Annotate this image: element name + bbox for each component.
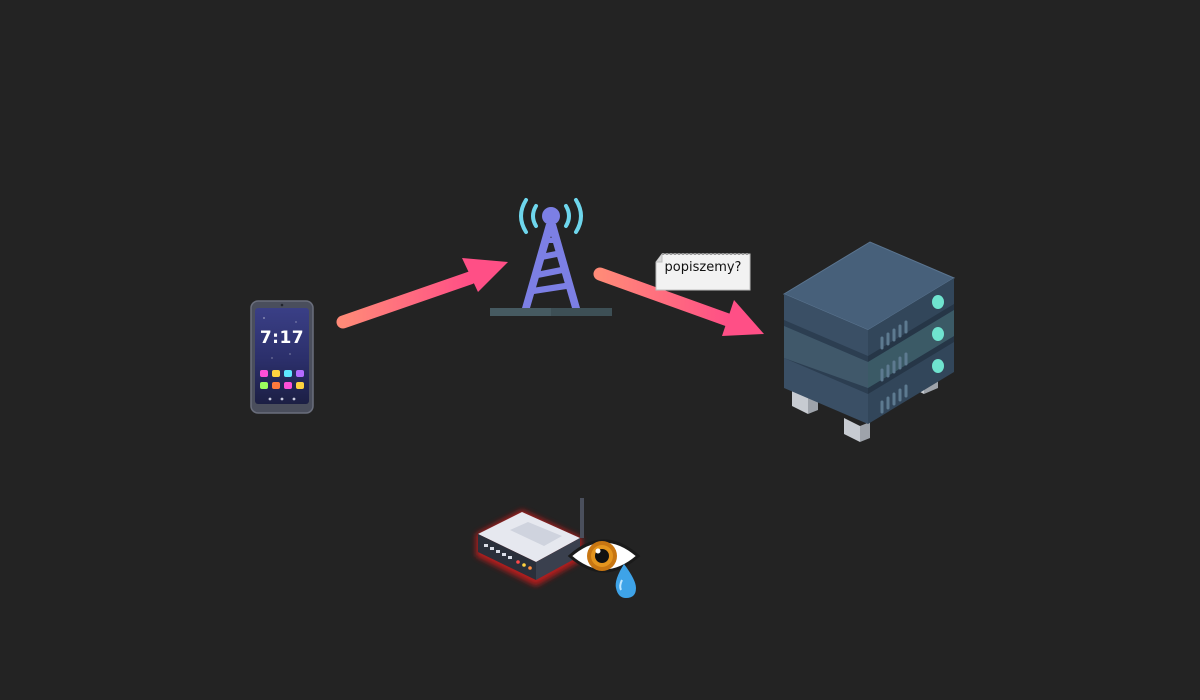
crying-eye-icon xyxy=(566,530,642,602)
server-rack-icon xyxy=(778,238,958,446)
arrow-phone-to-tower xyxy=(336,258,508,329)
smartphone-icon: 7:17 xyxy=(250,300,314,414)
message-text: popiszemy? xyxy=(664,260,742,275)
phone-clock: 7:17 xyxy=(259,328,305,348)
paper-note-icon: popiszemy? xyxy=(654,250,752,294)
wifi-router-icon xyxy=(470,494,600,590)
cell-tower-icon xyxy=(488,192,614,318)
